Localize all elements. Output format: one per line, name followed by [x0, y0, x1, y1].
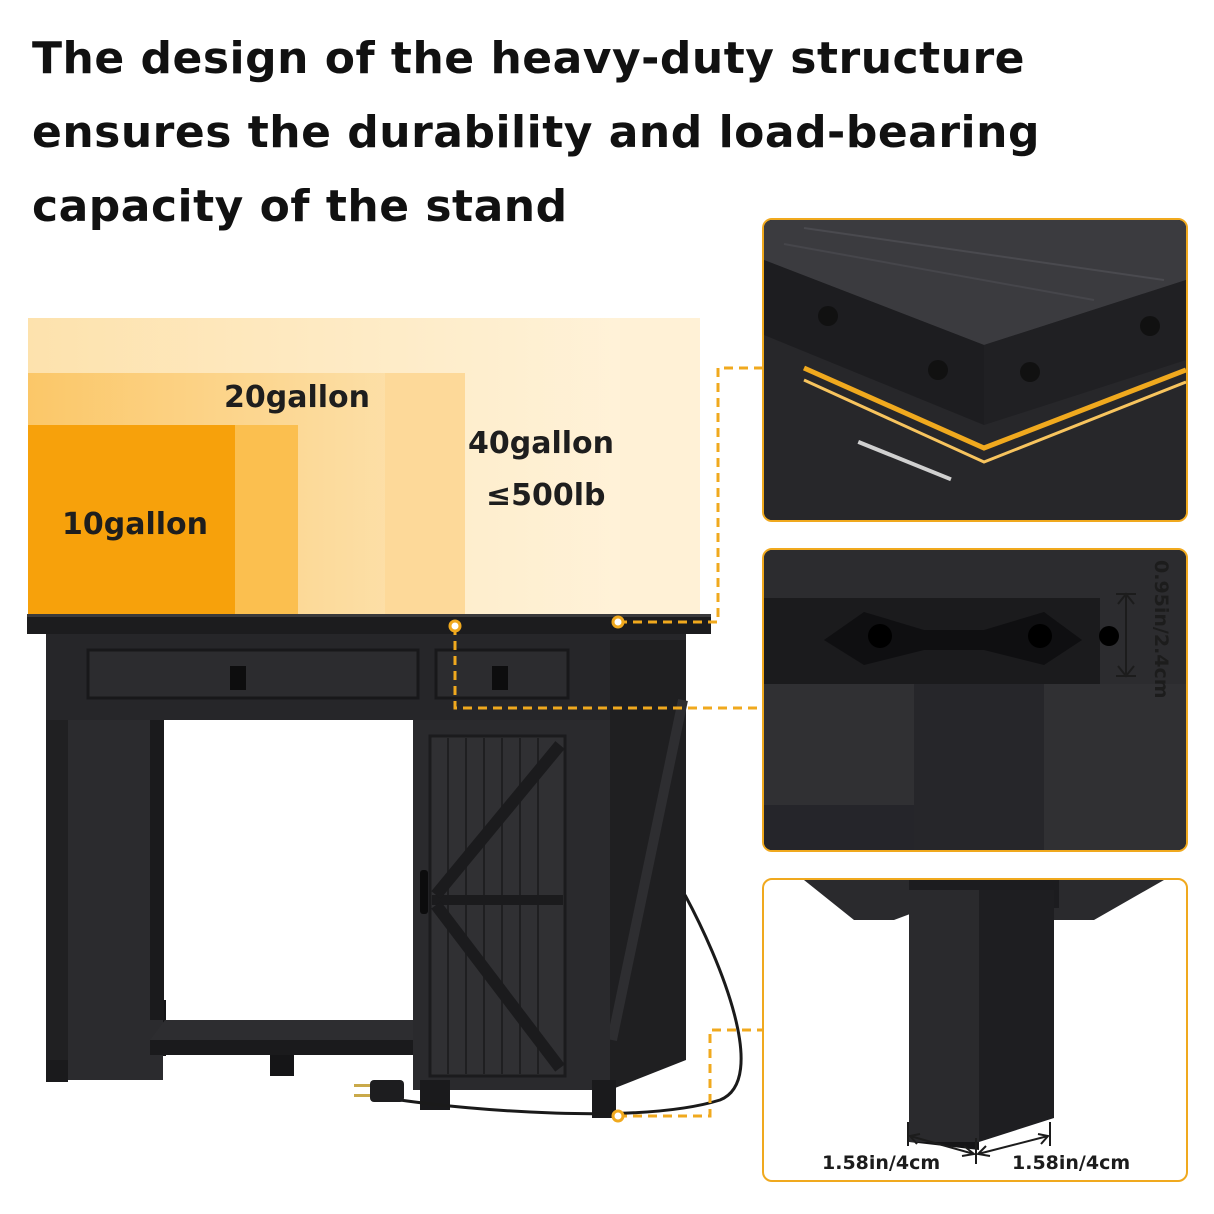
barn-door[interactable]: [413, 720, 610, 1090]
aquarium-stand: [27, 366, 762, 1123]
headline: The design of the heavy-duty structure e…: [32, 33, 1040, 232]
leg-width-left-label: 1.58in/4cm: [822, 1152, 941, 1174]
front-leg-right: [592, 1080, 616, 1118]
tank-40-label: 40gallon: [468, 426, 615, 461]
left-side-panel: [46, 634, 68, 1080]
drawer-left[interactable]: [86, 648, 420, 700]
tank-10-label: 10gallon: [62, 507, 209, 542]
detail-board-thickness: [762, 548, 1188, 852]
leg-width-dimension-arrows: [907, 1122, 1051, 1164]
tank-20-label: 20gallon: [224, 380, 371, 415]
power-cord: [399, 894, 743, 1116]
detail-leg: [762, 878, 1188, 1182]
tank-10-gallon: [28, 425, 298, 616]
leg-width-right-label: 1.58in/4cm: [1012, 1152, 1131, 1174]
thickness-dimension-arrow: [1116, 592, 1136, 678]
connector-dashed-lines: [453, 366, 762, 1118]
open-compartment: [168, 720, 413, 1020]
thickness-label: 0.95in/2.4cm: [1150, 560, 1172, 699]
drawer-right[interactable]: [434, 648, 570, 700]
bottom-shelf: [150, 1040, 430, 1055]
max-load-label: ≤500lb: [486, 478, 606, 513]
front-leg-left: [46, 1060, 68, 1082]
power-plug-icon: [354, 1080, 404, 1102]
detail-corner-bracket: [762, 218, 1188, 522]
tank-capacity-illustration: [28, 318, 700, 616]
stand-top: [27, 614, 711, 634]
